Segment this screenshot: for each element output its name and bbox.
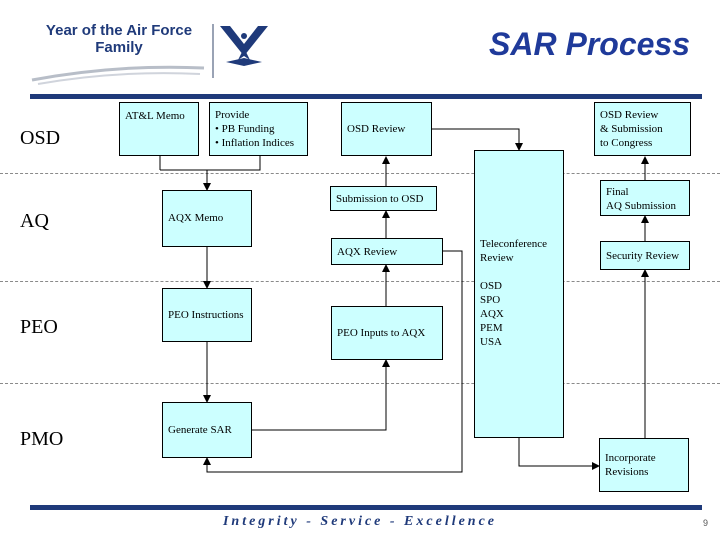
box-provide-line-2: • PB Funding bbox=[215, 123, 275, 135]
box-teleconference-line-spo: SPO bbox=[480, 294, 501, 306]
logo-text: Year of the Air Force Family bbox=[45, 22, 193, 56]
footer-rule bbox=[30, 505, 702, 510]
box-osd-review-submission-line-1: OSD Review bbox=[600, 109, 659, 121]
box-peo-inputs-to-aqx-text: PEO Inputs to AQX bbox=[337, 327, 426, 339]
box-incorporate-revisions-line-1: Incorporate bbox=[605, 452, 656, 464]
connector-osd-review-to-teleconference bbox=[432, 128, 523, 151]
logo-separator bbox=[212, 24, 214, 78]
box-atl-memo-text: AT&L Memo bbox=[125, 110, 185, 122]
page-number: 9 bbox=[702, 518, 708, 528]
box-aqx-review: AQX Review bbox=[331, 238, 443, 265]
lane-label-pmo: PMO bbox=[20, 428, 64, 450]
box-incorporate-revisions-line-2: Revisions bbox=[605, 466, 649, 478]
logo-swoosh-icon bbox=[31, 65, 205, 85]
box-final-aq-submission-line-2: AQ Submission bbox=[606, 200, 676, 212]
box-osd-review-submission: OSD Review & Submission to Congress bbox=[594, 102, 691, 156]
slide-title: SAR Process bbox=[489, 26, 690, 62]
footer-motto: Integrity - Service - Excellence bbox=[222, 514, 498, 529]
box-generate-sar: Generate SAR bbox=[162, 402, 252, 458]
box-final-aq-submission: Final AQ Submission bbox=[600, 180, 690, 216]
box-final-aq-submission-line-1: Final bbox=[606, 186, 629, 198]
lane-divider-aq-peo bbox=[0, 281, 720, 282]
box-provide-line-3: • Inflation Indices bbox=[215, 137, 294, 149]
connector-provide-merge bbox=[160, 156, 261, 171]
box-peo-inputs-to-aqx: PEO Inputs to AQX bbox=[331, 306, 443, 360]
lane-label-osd: OSD bbox=[20, 127, 61, 149]
box-aqx-review-text: AQX Review bbox=[337, 245, 398, 258]
box-teleconference-line-usa: USA bbox=[480, 336, 503, 348]
box-submission-to-osd: Submission to OSD bbox=[330, 186, 437, 211]
box-teleconference-review: Teleconference Review OSD SPO AQX PEM US… bbox=[474, 150, 564, 438]
box-provide-line-1: Provide bbox=[215, 109, 250, 121]
box-teleconference-line-1: Teleconference bbox=[480, 238, 548, 250]
box-teleconference-line-2: Review bbox=[480, 252, 514, 264]
connector-teleconference-to-revisions bbox=[518, 438, 600, 470]
box-osd-review-submission-line-3: to Congress bbox=[600, 137, 653, 149]
box-teleconference-line-aqx: AQX bbox=[480, 308, 504, 320]
box-osd-review-submission-line-2: & Submission bbox=[600, 123, 663, 135]
lane-divider-peo-pmo bbox=[0, 383, 720, 384]
header-rule bbox=[30, 94, 702, 99]
air-force-family-logo: Year of the Air Force Family bbox=[28, 14, 268, 86]
box-provide: Provide • PB Funding • Inflation Indices bbox=[209, 102, 308, 156]
air-force-symbol-icon bbox=[220, 26, 268, 66]
lane-label-aq: AQ bbox=[20, 210, 49, 232]
box-aqx-memo-text: AQX Memo bbox=[168, 212, 224, 224]
box-peo-instructions-text: PEO Instructions bbox=[168, 309, 244, 321]
box-aqx-memo: AQX Memo bbox=[162, 190, 252, 247]
box-generate-sar-text: Generate SAR bbox=[168, 424, 232, 436]
lane-label-peo: PEO bbox=[20, 316, 58, 338]
box-security-review: Security Review bbox=[600, 241, 690, 270]
box-teleconference-spacer bbox=[480, 265, 558, 279]
connector-generate-sar-to-peo-inputs bbox=[252, 359, 390, 431]
box-submission-to-osd-text: Submission to OSD bbox=[336, 192, 424, 205]
box-teleconference-line-osd: OSD bbox=[480, 280, 503, 292]
box-atl-memo: AT&L Memo bbox=[119, 102, 199, 156]
lane-divider-osd-aq bbox=[0, 173, 720, 174]
box-teleconference-line-pem: PEM bbox=[480, 322, 503, 334]
box-incorporate-revisions: Incorporate Revisions bbox=[599, 438, 689, 492]
box-peo-instructions: PEO Instructions bbox=[162, 288, 252, 342]
box-osd-review-text: OSD Review bbox=[347, 123, 406, 135]
box-security-review-text: Security Review bbox=[606, 249, 680, 262]
box-osd-review: OSD Review bbox=[341, 102, 432, 156]
